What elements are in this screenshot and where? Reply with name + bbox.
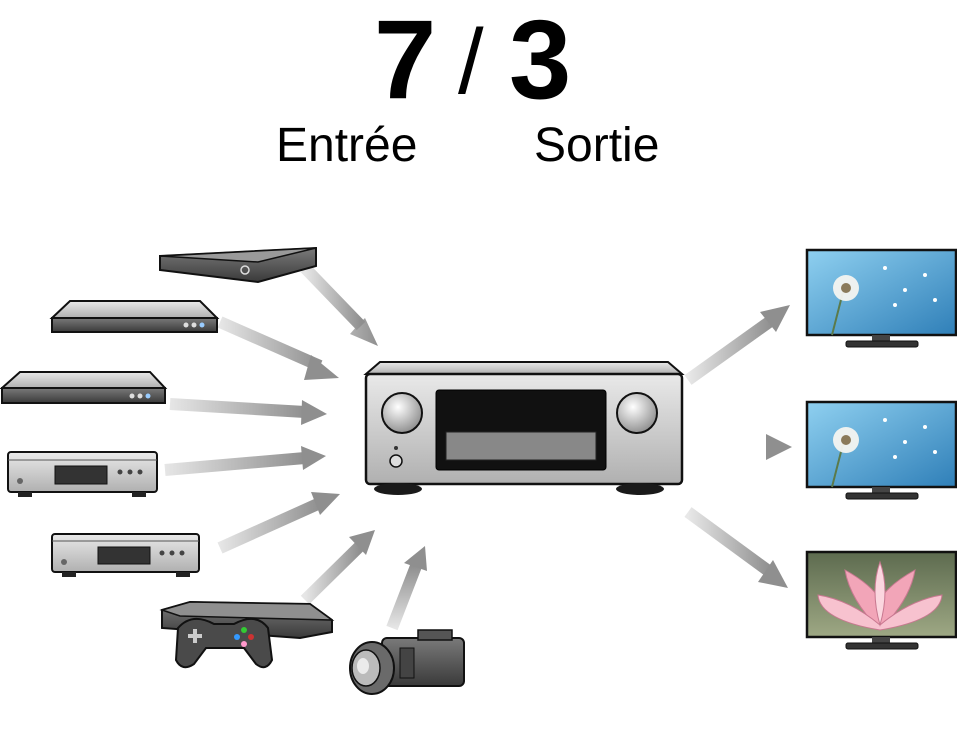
- arrow-in-4-head: [301, 446, 326, 470]
- arrow-in-6-head: [349, 530, 375, 555]
- cd-player-1-device: [7, 451, 158, 497]
- arrow-in-1-shaft: [300, 263, 366, 331]
- volume-knob-right: [616, 392, 658, 434]
- power-icon: [240, 265, 250, 275]
- arrow-in-5-head: [311, 492, 340, 515]
- arrow-in-3-shaft: [169, 398, 306, 418]
- bluray-player-device: [0, 371, 168, 404]
- arrow-out-1-head: [760, 305, 790, 332]
- tv-3: [805, 550, 957, 650]
- output-arrows: [684, 305, 792, 588]
- arrow-out-2-head: [766, 434, 792, 460]
- input-count: 7: [374, 0, 436, 122]
- arrow-in-2-head: [304, 355, 339, 380]
- tv-1: [805, 248, 957, 348]
- output-label: Sortie: [534, 119, 660, 172]
- cd-player-2-device: [51, 533, 200, 577]
- arrow-in-7-shaft: [386, 563, 422, 631]
- dvd-player-device: [49, 300, 220, 333]
- arrow-in-7-head: [404, 546, 427, 571]
- arrow-in-6-shaft: [300, 541, 365, 605]
- arrow-in-3-head: [301, 400, 327, 425]
- arrow-out-1-shaft: [684, 315, 776, 385]
- camcorder-device: [349, 629, 465, 695]
- output-count: 3: [509, 0, 571, 122]
- count-separator: /: [458, 11, 484, 113]
- input-arrows: [164, 263, 427, 631]
- arrow-out-3-shaft: [684, 507, 774, 577]
- game-console-device: [159, 600, 335, 669]
- arrow-in-1: [305, 272, 378, 346]
- arrow-in-2-shaft: [217, 316, 323, 372]
- arrow-in-4-shaft: [164, 452, 306, 476]
- volume-knob-left: [381, 392, 423, 434]
- av-receiver: [363, 361, 685, 495]
- input-label: Entrée: [276, 119, 418, 172]
- streaming-box-device: [159, 246, 317, 284]
- gamepad-icon: [174, 617, 274, 669]
- arrow-out-3-head: [758, 560, 788, 588]
- tv-2: [805, 400, 957, 500]
- arrow-in-5-shaft: [217, 497, 323, 554]
